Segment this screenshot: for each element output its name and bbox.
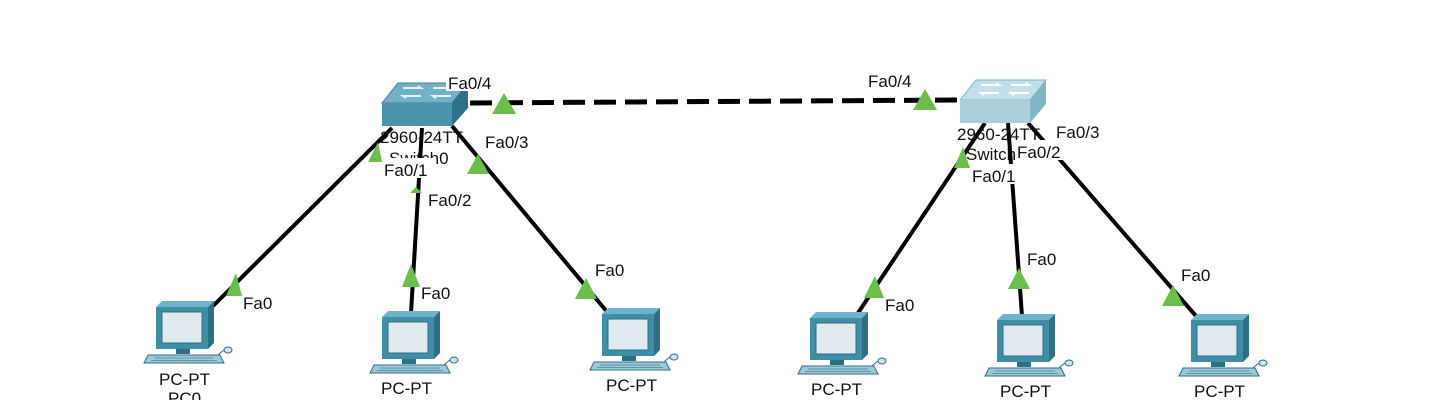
- pc1-type-label: PC-PT: [381, 379, 432, 398]
- port-label-pc5-fa0: Fa0: [1181, 266, 1210, 285]
- port-label-sw1-fa01: Fa0/1: [972, 167, 1015, 186]
- port-label-pc4-fa0: Fa0: [1027, 250, 1056, 269]
- status-triangle-pc1-fa0: [402, 264, 420, 287]
- status-triangle-sw1-fa01: [954, 147, 970, 168]
- switch1-device[interactable]: [958, 79, 1048, 123]
- status-triangle-sw1-fa04: [913, 89, 937, 110]
- links: [211, 97, 1198, 318]
- status-triangle-sw0-fa04: [492, 93, 516, 114]
- pc-icon: [143, 300, 233, 364]
- pc-icon: [797, 311, 887, 375]
- port-label-sw1-fa03: Fa0/3: [1056, 123, 1099, 142]
- link-sw0-sw1[interactable]: [469, 97, 961, 106]
- port-label-sw0-fa01: Fa0/1: [384, 161, 427, 180]
- pc0-name-label: PC0: [168, 389, 201, 400]
- pc2-type-label: PC-PT: [606, 376, 657, 395]
- pc-icon: [1178, 313, 1268, 377]
- pc5-device[interactable]: [1178, 313, 1268, 377]
- link-status-indicators: [226, 89, 1184, 306]
- port-labels: Fa0/4 Fa0/3 Fa0/1 Fa0/2 Fa0/4 Fa0/3 Fa0/…: [243, 69, 1210, 315]
- switch0-model-label: 2960-24TT: [380, 128, 463, 147]
- pc3-device[interactable]: [797, 311, 887, 375]
- switch0-device[interactable]: [380, 82, 470, 126]
- pc0-type-label: PC-PT: [159, 370, 210, 389]
- status-triangle-sw0-fa03: [467, 154, 489, 174]
- port-label-sw0-fa02: Fa0/2: [428, 191, 471, 210]
- switch-icon: [958, 79, 1048, 123]
- pc0-device[interactable]: [143, 300, 233, 364]
- port-label-sw0-fa04: Fa0/4: [448, 74, 491, 93]
- status-triangle-pc3-fa0: [864, 276, 884, 298]
- status-triangle-pc5-fa0: [1162, 285, 1184, 306]
- status-triangle-sw0-fa01: [368, 142, 382, 162]
- port-label-pc2-fa0: Fa0: [595, 261, 624, 280]
- pc-icon: [984, 313, 1074, 377]
- pc4-type-label: PC-PT: [1000, 382, 1051, 400]
- port-label-sw0-fa03: Fa0/3: [485, 133, 528, 152]
- pc3-type-label: PC-PT: [811, 380, 862, 399]
- pc5-type-label: PC-PT: [1194, 382, 1245, 400]
- pc-icon: [589, 307, 679, 371]
- status-triangle-pc4-fa0: [1008, 268, 1030, 289]
- switch-icon: [380, 82, 470, 126]
- switch1-name-label: Switch1: [966, 145, 1026, 164]
- port-label-pc1-fa0: Fa0: [421, 284, 450, 303]
- status-triangle-pc0-fa0: [226, 273, 242, 296]
- pc2-device[interactable]: [589, 307, 679, 371]
- port-label-sw1-fa02: Fa0/2: [1017, 143, 1060, 162]
- port-label-pc0-fa0: Fa0: [243, 294, 272, 313]
- pc-icon: [369, 310, 459, 374]
- pc1-device[interactable]: [369, 310, 459, 374]
- port-label-pc3-fa0: Fa0: [885, 296, 914, 315]
- link-sw0-pc0[interactable]: [211, 126, 394, 308]
- switch1-model-label: 2960-24TT: [957, 125, 1040, 144]
- status-triangle-pc2-fa0: [575, 278, 597, 299]
- pc4-device[interactable]: [984, 313, 1074, 377]
- status-triangle-sw0-fa02: [410, 187, 422, 193]
- port-label-sw1-fa04: Fa0/4: [868, 72, 911, 91]
- device-labels: 2960-24TT Switch0 2960-24TT Switch1 PC-P…: [159, 125, 1245, 400]
